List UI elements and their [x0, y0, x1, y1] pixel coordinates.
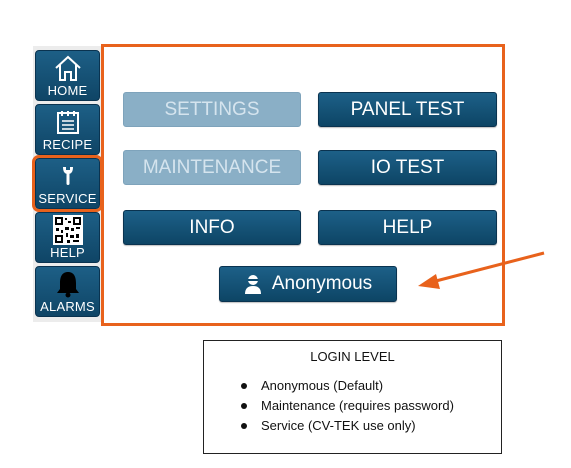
- legend-item-anonymous: Anonymous (Default): [241, 378, 501, 393]
- nav-service-label: SERVICE: [38, 191, 97, 206]
- login-level-legend: LOGIN LEVEL Anonymous (Default) Maintena…: [203, 340, 502, 454]
- nav-recipe-label: RECIPE: [42, 137, 93, 152]
- settings-button[interactable]: SETTINGS: [123, 92, 301, 127]
- user-login-label: Anonymous: [271, 273, 373, 294]
- legend-item-service: Service (CV-TEK use only): [241, 418, 501, 433]
- legend-item-maintenance: Maintenance (requires password): [241, 398, 501, 413]
- nav-recipe-button[interactable]: RECIPE: [35, 104, 100, 155]
- maintenance-button[interactable]: MAINTENANCE: [123, 150, 301, 185]
- nav-help-button[interactable]: HELP: [35, 212, 100, 263]
- side-navigation: HOME RECIPE SERVICE: [32, 46, 103, 322]
- user-icon: [244, 274, 262, 294]
- nav-help-label: HELP: [50, 245, 85, 260]
- help-button[interactable]: HELP: [318, 210, 497, 245]
- legend-list: Anonymous (Default) Maintenance (require…: [204, 378, 501, 433]
- panel-test-button[interactable]: PANEL TEST: [318, 92, 497, 127]
- legend-title: LOGIN LEVEL: [310, 349, 395, 364]
- io-test-button[interactable]: IO TEST: [318, 150, 497, 185]
- nav-home-label: HOME: [47, 83, 88, 98]
- nav-home-button[interactable]: HOME: [35, 50, 100, 101]
- user-login-button[interactable]: Anonymous: [219, 266, 397, 302]
- nav-service-button[interactable]: SERVICE: [32, 155, 103, 212]
- nav-alarms-label: ALARMS: [40, 299, 95, 314]
- bell-icon: [55, 267, 81, 300]
- callout-arrow-icon: [418, 251, 545, 289]
- qr-code-icon: [52, 213, 83, 246]
- recipe-icon: [53, 105, 83, 138]
- home-icon: [53, 51, 83, 84]
- nav-alarms-button[interactable]: ALARMS: [35, 266, 100, 317]
- service-panel: SETTINGS PANEL TEST MAINTENANCE IO TEST …: [101, 44, 505, 326]
- info-button[interactable]: INFO: [123, 210, 301, 245]
- wrench-icon: [58, 159, 78, 192]
